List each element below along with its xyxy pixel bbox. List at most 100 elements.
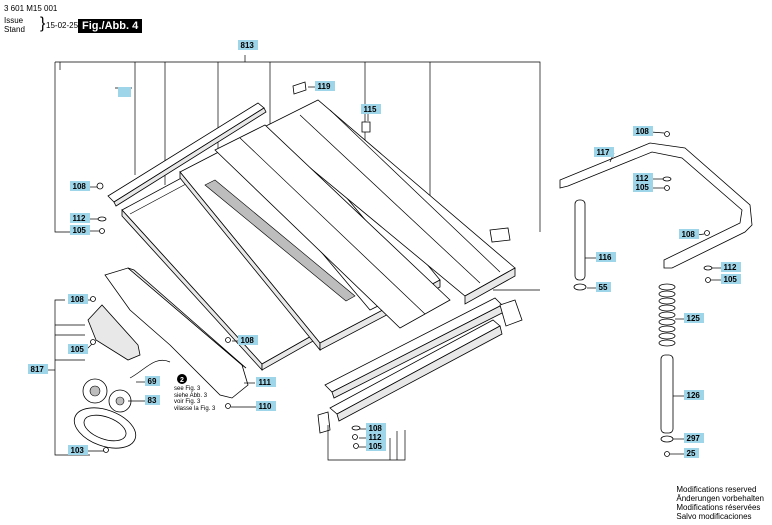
- callout-box: [594, 147, 614, 157]
- callout-108d: 108: [366, 423, 386, 433]
- callout-number: 103: [71, 446, 85, 455]
- leader-lines: [85, 86, 721, 455]
- callout-number: 297: [687, 434, 701, 443]
- callout-105a: 105: [70, 225, 90, 235]
- doc-number: 3 601 M15 001: [4, 4, 58, 13]
- callout-119: 119: [315, 81, 335, 91]
- callout-number: 105: [369, 442, 383, 451]
- callout-box: [684, 390, 704, 400]
- callout-box: [256, 377, 276, 387]
- callout-number: 119: [318, 82, 331, 91]
- callout-box: [633, 126, 653, 136]
- callout-box: [366, 423, 386, 433]
- callout-817: 817: [28, 364, 48, 374]
- callout-box: [596, 282, 611, 292]
- figure-title: Fig./Abb. 4: [78, 19, 143, 33]
- highlight-marker: [118, 87, 131, 97]
- callout-83: 83: [145, 395, 160, 405]
- leg-assembly: [559, 131, 753, 457]
- callout-number: 25: [687, 449, 696, 458]
- callout-108a: 108: [70, 181, 90, 191]
- note-line: Änderungen vorbehalten: [676, 494, 764, 503]
- modification-notes: Modifications reserved Änderungen vorbeh…: [676, 485, 764, 521]
- see-figure-line: voir Fig. 3: [174, 399, 201, 405]
- callout-813: 813: [238, 40, 258, 50]
- callout-number: 817: [31, 365, 45, 374]
- callout-111: 111: [256, 377, 276, 387]
- callout-105d: 105: [633, 182, 653, 192]
- callout-105b: 105: [68, 344, 88, 354]
- callout-108e: 108: [633, 126, 653, 136]
- callout-box: [366, 441, 386, 451]
- callout-number: 105: [724, 275, 738, 284]
- callout-number: 108: [369, 424, 383, 433]
- callout-number: 55: [599, 283, 608, 292]
- see-figure-line: siehe Abb. 3: [174, 392, 208, 399]
- callout-labels: 8131191151081121051081058171086983111110…: [28, 40, 741, 458]
- callout-number: 813: [241, 41, 255, 50]
- callout-105e: 105: [721, 274, 741, 284]
- callout-number: 83: [148, 396, 157, 405]
- callout-number: 115: [364, 105, 377, 114]
- callout-number: 125: [687, 314, 701, 323]
- issue-label: Issue: [4, 16, 24, 25]
- callout-box: [684, 448, 699, 458]
- callout-box: [256, 401, 276, 411]
- callout-number: 117: [597, 148, 610, 157]
- callout-number: 111: [259, 378, 272, 387]
- callout-box: [145, 395, 160, 405]
- callout-box: [70, 213, 90, 223]
- callout-number: 108: [682, 230, 696, 239]
- callout-number: 110: [259, 402, 272, 411]
- callout-112a: 112: [70, 213, 90, 223]
- stand-label: Stand: [4, 25, 25, 34]
- callout-number: 116: [599, 253, 612, 262]
- callout-25: 25: [684, 448, 699, 458]
- extension-rails: [317, 289, 540, 461]
- callout-125: 125: [684, 313, 704, 323]
- callout-number: 112: [73, 214, 86, 223]
- callout-number: 112: [369, 433, 382, 442]
- callout-box: [721, 262, 741, 272]
- callout-box: [70, 225, 90, 235]
- callout-108b: 108: [68, 294, 88, 304]
- see-figure-note: see Fig. 3 siehe Abb. 3 voir Fig. 3 vila…: [174, 386, 215, 412]
- callout-box: [684, 313, 704, 323]
- callout-112b: 112: [366, 432, 386, 442]
- note-line: Salvo modificaciones: [676, 512, 752, 521]
- callout-box: [684, 433, 704, 443]
- see-figure-line: vilasse la Fig. 3: [174, 405, 216, 412]
- callout-116: 116: [596, 252, 616, 262]
- callout-number: 126: [687, 391, 701, 400]
- callout-box: [596, 252, 616, 262]
- callout-115: 115: [361, 104, 381, 114]
- callout-108c: 108: [238, 335, 258, 345]
- callout-69: 69: [145, 376, 160, 386]
- callout-box: [68, 344, 88, 354]
- see-figure-line: see Fig. 3: [174, 386, 201, 392]
- brace-glyph: }: [40, 15, 46, 32]
- see-figure-marker: 2: [180, 377, 184, 384]
- callout-box: [366, 432, 386, 442]
- callout-112c: 112: [633, 173, 653, 183]
- callout-number: 105: [73, 226, 87, 235]
- note-line: Modifications réservées: [676, 503, 761, 512]
- callout-297: 297: [684, 433, 704, 443]
- callout-box: [28, 364, 48, 374]
- callout-box: [70, 181, 90, 191]
- callout-108f: 108: [679, 229, 699, 239]
- callout-box: [145, 376, 160, 386]
- callout-box: [721, 274, 741, 284]
- callout-55: 55: [596, 282, 611, 292]
- table-top-assembly: [54, 55, 541, 372]
- issue-date: 15-02-25: [46, 21, 79, 30]
- callout-number: 108: [71, 295, 85, 304]
- spring: [658, 283, 676, 347]
- callout-number: 105: [71, 345, 85, 354]
- callout-105c: 105: [366, 441, 386, 451]
- callout-112d: 112: [721, 262, 741, 272]
- callout-number: 112: [636, 174, 649, 183]
- callout-box: [68, 294, 88, 304]
- header-block: 3 601 M15 001 Issue Stand } 15-02-25 Fig…: [0, 0, 260, 40]
- callout-number: 108: [73, 182, 87, 191]
